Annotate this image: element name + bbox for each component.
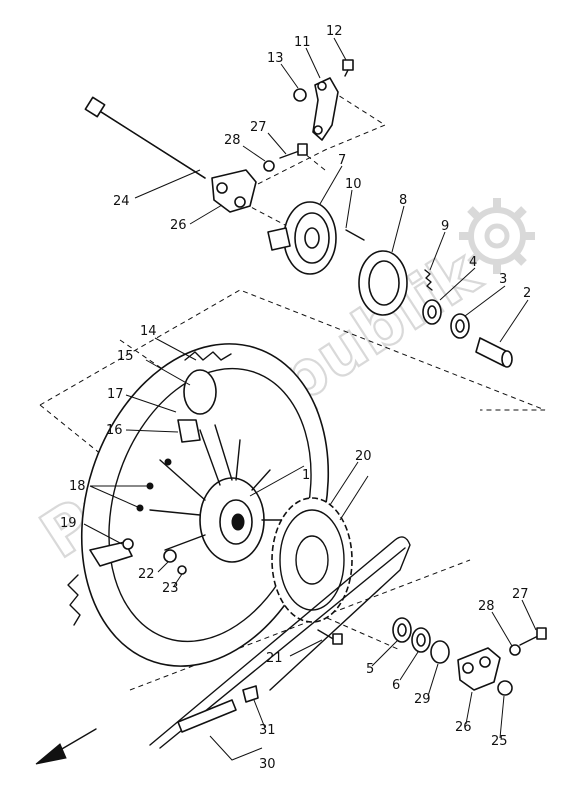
part-label: 9 (441, 219, 449, 234)
bolt-part (279, 143, 308, 159)
part-label: 15 (117, 349, 134, 364)
part-label: 10 (345, 177, 362, 192)
part-label: 27 (250, 120, 267, 135)
camshaft-part (345, 229, 365, 241)
wheel-hub (149, 424, 286, 563)
part-label: 2 (523, 286, 531, 301)
sprocket-bolt (317, 629, 343, 645)
brake-shoe-plate (267, 201, 337, 275)
bearing-part (392, 617, 412, 643)
part-label: 24 (113, 194, 130, 209)
inner-tube (183, 369, 217, 415)
part-label: 16 (106, 423, 123, 438)
part-label: 27 (512, 587, 529, 602)
part-label: 1 (302, 468, 310, 483)
spring-part (424, 269, 433, 291)
axle-part (84, 96, 206, 179)
part-label: 29 (414, 692, 431, 707)
part-label: 20 (355, 449, 372, 464)
nut-part (497, 680, 513, 696)
bolt-part (342, 59, 354, 77)
part-label: 17 (107, 387, 124, 402)
part-label: 7 (338, 153, 346, 168)
part-label: 28 (224, 133, 241, 148)
part-label: 21 (266, 651, 283, 666)
nut-part (293, 88, 307, 102)
part-label: 31 (259, 723, 276, 738)
nut-part (163, 549, 177, 563)
washer-part (177, 565, 187, 575)
part-label: 3 (499, 272, 507, 287)
oil-seal-part (450, 313, 470, 339)
collar-part (475, 337, 513, 368)
part-label: 5 (366, 662, 374, 677)
brake-shoes (358, 250, 408, 316)
nut-part (263, 160, 275, 172)
part-labels: 1 2 3 4 5 6 7 8 9 10 11 12 13 14 15 16 1… (60, 24, 531, 772)
part-label: 18 (69, 479, 86, 494)
part-label: 26 (170, 218, 187, 233)
chain-adjuster-left (211, 169, 257, 213)
nut-part (509, 644, 521, 656)
part-label: 25 (491, 734, 508, 749)
part-label: 22 (138, 567, 155, 582)
bolt-part (519, 627, 547, 646)
part-label: 6 (392, 678, 400, 693)
part-label: 13 (267, 51, 284, 66)
rear-sprocket (271, 497, 353, 623)
part-label: 28 (478, 599, 495, 614)
part-label: 8 (399, 193, 407, 208)
part-label: 19 (60, 516, 77, 531)
chain-section (177, 699, 237, 733)
brake-cam-lever (312, 77, 339, 141)
part-label: 30 (259, 757, 276, 772)
bearing-part (422, 299, 442, 325)
part-label: 11 (294, 35, 311, 50)
gear-icon (459, 198, 535, 274)
part-label: 26 (455, 720, 472, 735)
rim-lock (89, 538, 134, 567)
collar-part (430, 640, 450, 664)
chain-adjuster-right (457, 647, 501, 691)
part-label: 14 (140, 324, 157, 339)
part-label: 23 (162, 581, 179, 596)
part-label: 12 (326, 24, 343, 39)
arrow-icon (35, 728, 97, 765)
leader-lines (83, 37, 537, 761)
rim-band (177, 419, 201, 443)
oil-seal-part (411, 627, 431, 653)
master-link (242, 685, 259, 703)
part-label: 4 (469, 255, 477, 270)
